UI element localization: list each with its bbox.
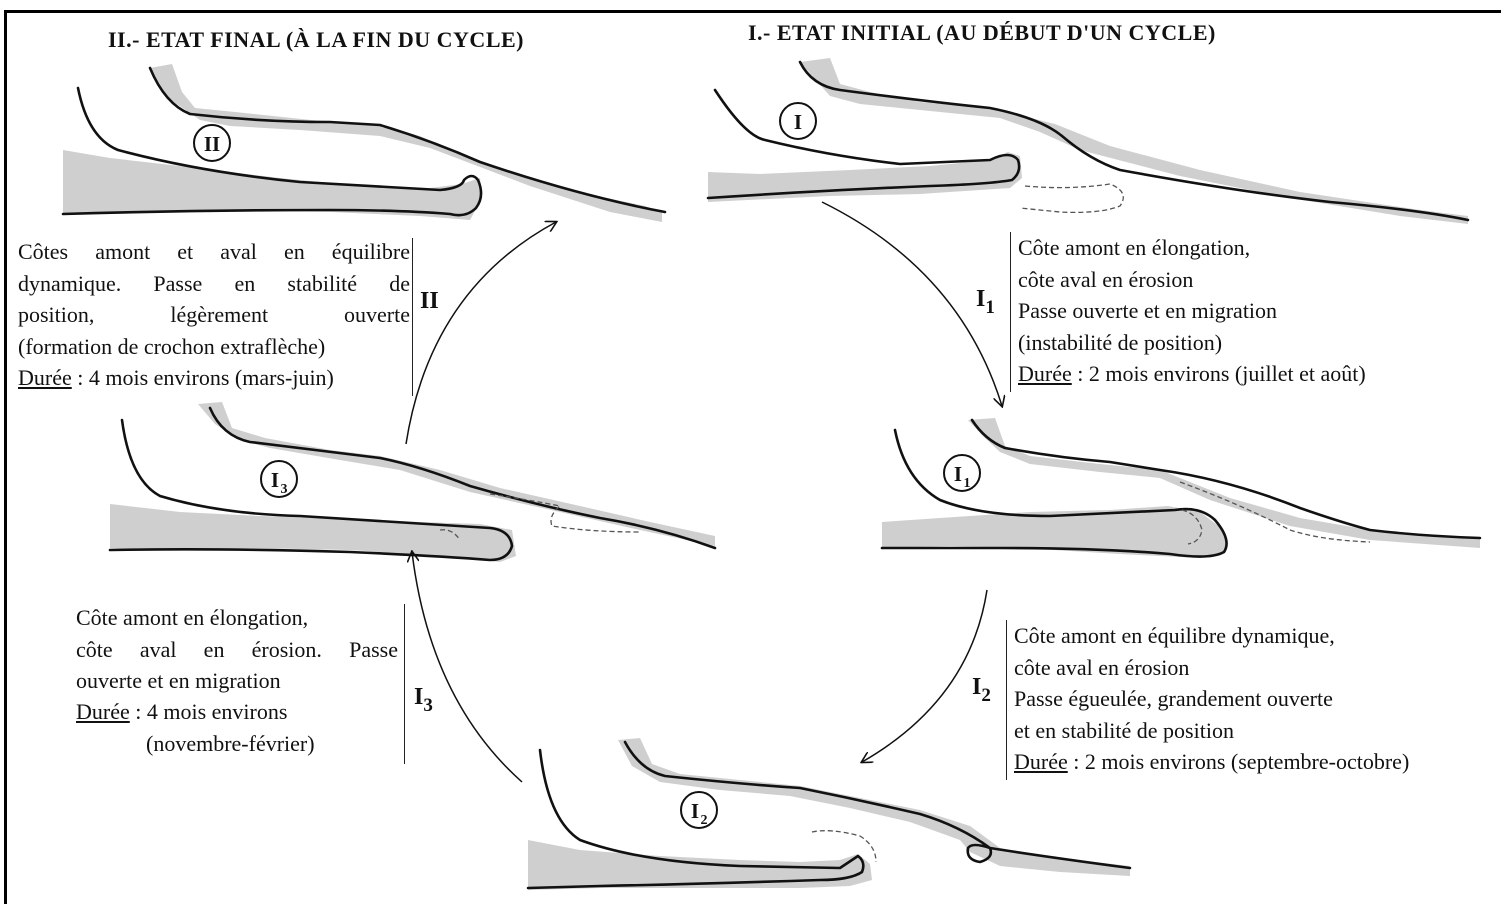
transition-i2-label-sub: 2: [981, 685, 991, 706]
transition-i1-duration-label: Durée: [1018, 361, 1072, 386]
transition-i1-description: Côte amont en élongation, côte aval en é…: [1018, 232, 1366, 390]
arrow-i2-to-i3: [412, 552, 522, 782]
stage-i3-sketch: I 3: [110, 402, 715, 562]
transition-i1-line-3: Passe ouverte et en migration: [1018, 295, 1366, 327]
transition-i2-line-4: et en stabilité de position: [1014, 715, 1409, 747]
transition-i3-description: Côte amont en élongation, côte aval en é…: [76, 602, 398, 697]
transition-i2-line-1: Côte amont en équilibre dynamique,: [1014, 620, 1409, 652]
stage-ii-badge-text: II: [204, 132, 220, 156]
stage-i-upper-land: [800, 58, 1468, 224]
stage-i1-badge-main: I: [954, 462, 962, 486]
transition-i3-duration-text: : 4 mois environs: [130, 699, 288, 724]
svg-text:2: 2: [701, 813, 708, 828]
transition-i3-line-1: Côte amont en élongation,: [76, 602, 398, 634]
svg-text:I: I: [271, 468, 279, 492]
transition-ii-line-1: Côtes amont et aval en équilibre: [18, 236, 410, 268]
transition-ii-duration-text: : 4 mois environs (mars-juin): [72, 365, 334, 390]
transition-i1-line-2: côte aval en érosion: [1018, 264, 1366, 296]
transition-i1-duration: Durée : 2 mois environs (juillet et août…: [1018, 358, 1366, 390]
transition-i3-line-2: côte aval en érosion. Passe: [76, 634, 398, 666]
transition-i1-duration-text: : 2 mois environs (juillet et août): [1072, 361, 1366, 386]
stage-i1-badge-sub: 1: [964, 476, 971, 491]
transition-ii-bar: [412, 238, 413, 396]
transition-ii-line-4: (formation de crochon extraflèche): [18, 331, 410, 363]
transition-i3-label: I3: [414, 684, 433, 717]
title-initial-state: I.- ETAT INITIAL (AU DÉBUT D'UN CYCLE): [748, 20, 1216, 46]
transition-i2-bar: [1006, 620, 1007, 780]
transition-i1-bar: [1010, 232, 1011, 392]
stage-i2-badge-sub: 2: [701, 813, 708, 828]
svg-text:I: I: [691, 799, 699, 823]
stage-i3-badge-main: I: [271, 468, 279, 492]
transition-i3-duration-label: Durée: [76, 699, 130, 724]
stage-i-sketch: I: [708, 58, 1468, 224]
transition-i1-label-sub: 1: [985, 297, 995, 318]
transition-ii-line-3: position, légèrement ouverte: [18, 299, 410, 331]
svg-text:1: 1: [964, 476, 971, 491]
stage-i-dashed-line: [1020, 184, 1123, 212]
transition-i3-line-3: ouverte et en migration: [76, 665, 398, 697]
stage-i-badge: I: [780, 103, 816, 139]
transition-i2-duration-text: : 2 mois environs (septembre-octobre): [1068, 749, 1410, 774]
stage-i1-sketch: I 1: [882, 418, 1480, 558]
stage-i-badge-text: I: [794, 110, 802, 134]
transition-i3-label-sub: 3: [423, 695, 433, 716]
stage-i-upper-coast: [800, 62, 1468, 220]
title-final-state: II.- ETAT FINAL (À LA FIN DU CYCLE): [108, 27, 524, 53]
transition-i3-label-main: I: [414, 684, 423, 710]
stage-i2-badge: I 2: [681, 792, 717, 828]
stage-ii-badge: II: [194, 125, 230, 161]
transition-i1-label-main: I: [976, 286, 985, 312]
transition-i3-duration-line-2: (novembre-février): [76, 728, 315, 760]
stage-i2-dashed-line: [812, 831, 876, 862]
transition-ii-duration-label: Durée: [18, 365, 72, 390]
transition-ii-label: II: [420, 288, 439, 315]
transition-i2-duration-label: Durée: [1014, 749, 1068, 774]
transition-i3-bar: [404, 604, 405, 764]
arrow-i-to-i1: [822, 202, 1002, 406]
transition-i1-line-1: Côte amont en élongation,: [1018, 232, 1366, 264]
transition-i2-line-3: Passe égueulée, grandement ouverte: [1014, 683, 1409, 715]
stage-ii-sketch: II: [63, 64, 665, 222]
stage-i3-badge: I 3: [261, 461, 297, 497]
transition-ii-duration: Durée : 4 mois environs (mars-juin): [18, 362, 334, 394]
transition-i1-line-4: (instabilité de position): [1018, 327, 1366, 359]
stage-i2-badge-main: I: [691, 799, 699, 823]
transition-i2-description: Côte amont en équilibre dynamique, côte …: [1014, 620, 1409, 778]
stage-i3-lower-land: [110, 504, 516, 562]
transition-i2-line-2: côte aval en érosion: [1014, 652, 1409, 684]
stage-i1-lower-land: [882, 506, 1226, 558]
transition-i2-duration: Durée : 2 mois environs (septembre-octob…: [1014, 746, 1409, 778]
transition-i2-label: I2: [972, 674, 991, 707]
stage-i3-badge-sub: 3: [281, 482, 288, 497]
arrow-i1-to-i2: [862, 590, 987, 762]
stage-i1-badge: I 1: [944, 455, 980, 491]
transition-ii-line-2: dynamique. Passe en stabilité de: [18, 268, 410, 300]
transition-ii-description: Côtes amont et aval en équilibre dynamiq…: [18, 236, 410, 362]
transition-i3-duration: Durée : 4 mois environs (novembre-févrie…: [76, 696, 315, 759]
transition-i2-label-main: I: [972, 674, 981, 700]
arrow-i3-to-ii: [406, 222, 556, 444]
transition-i1-label: I1: [976, 286, 995, 319]
svg-text:3: 3: [281, 482, 288, 497]
svg-text:I: I: [954, 462, 962, 486]
